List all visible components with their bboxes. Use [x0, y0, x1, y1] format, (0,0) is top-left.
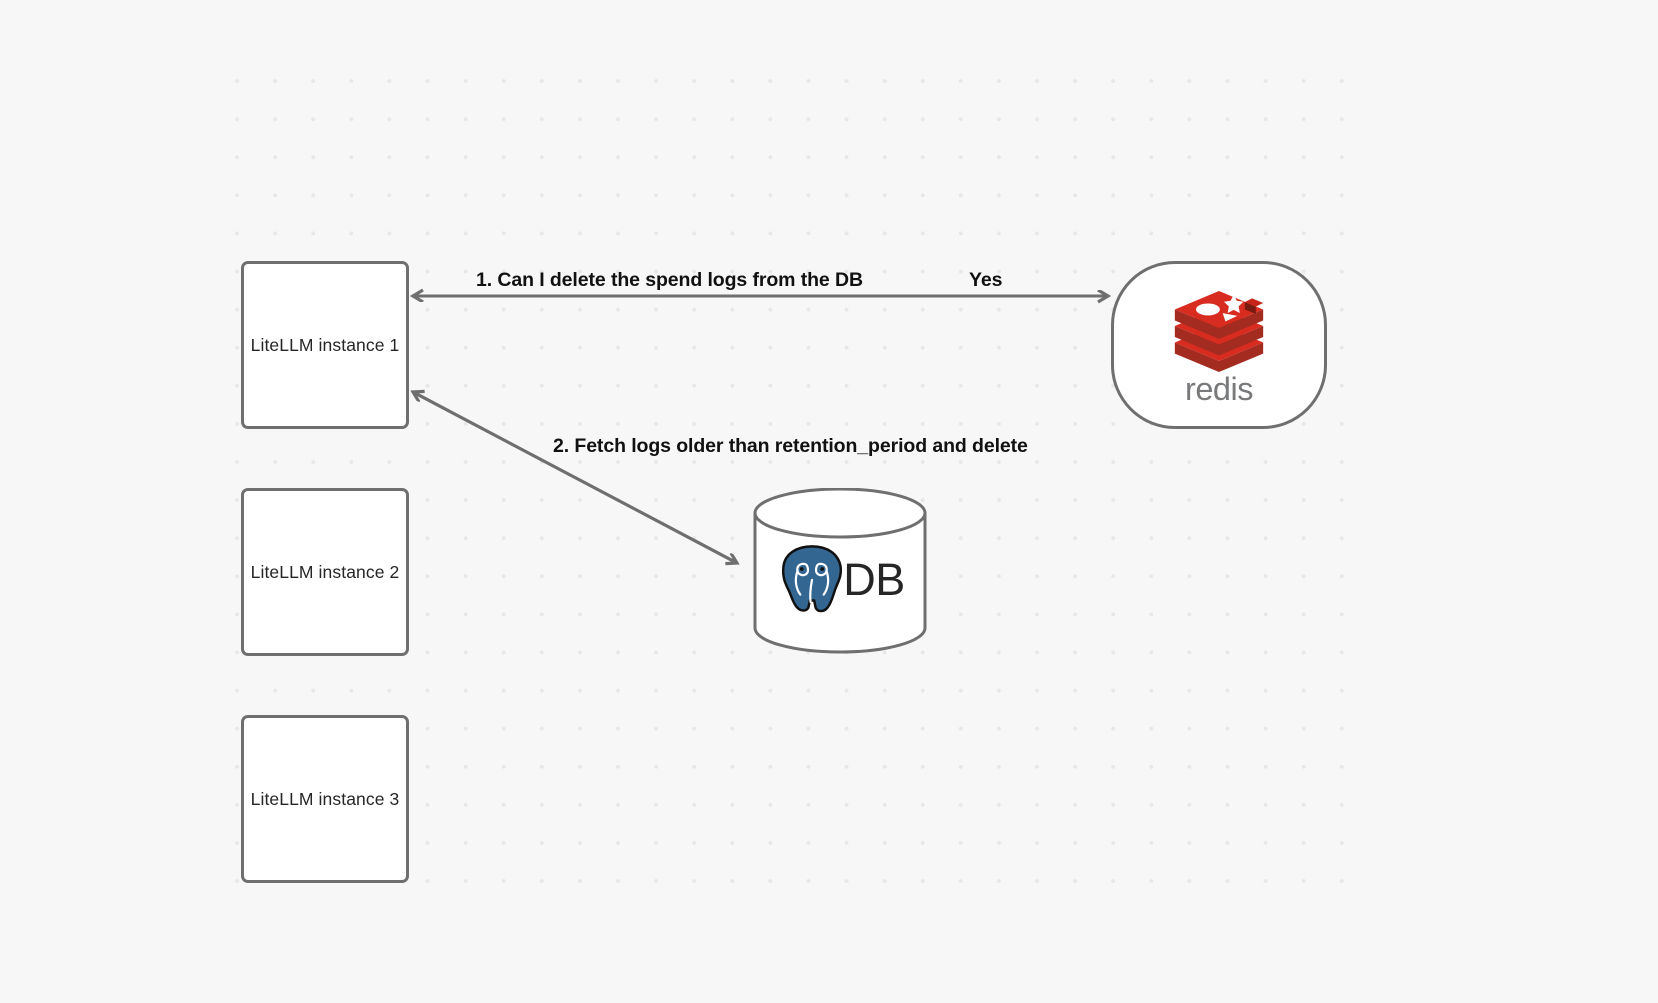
node-redis[interactable]: redis [1111, 261, 1327, 429]
edge-2-label: 2. Fetch logs older than retention_perio… [553, 435, 1028, 457]
edge-1-secondary-label: Yes [969, 269, 1003, 291]
node-litellm-instance-1[interactable]: LiteLLM instance 1 [241, 261, 409, 429]
edge-2-line-reverse [413, 392, 738, 565]
edge-litellm1-to-db[interactable] [413, 392, 737, 563]
redis-stacked-layers-icon [1174, 291, 1264, 372]
edge-1-label: 1. Can I delete the spend logs from the … [476, 269, 863, 291]
node-litellm-instance-2[interactable]: LiteLLM instance 2 [241, 488, 409, 656]
svg-text:redis: redis [1185, 371, 1253, 407]
node-litellm-instance-2-label: LiteLLM instance 2 [250, 561, 400, 582]
node-litellm-instance-3-label: LiteLLM instance 3 [250, 788, 400, 809]
node-litellm-instance-3[interactable]: LiteLLM instance 3 [241, 715, 409, 883]
redis-wordmark-icon: redis [1185, 371, 1254, 407]
node-db-label: DB [843, 554, 905, 605]
node-postgres-db[interactable]: DB [750, 487, 930, 656]
postgresql-elephant-icon [780, 543, 844, 614]
node-litellm-instance-1-label: LiteLLM instance 1 [250, 334, 400, 355]
